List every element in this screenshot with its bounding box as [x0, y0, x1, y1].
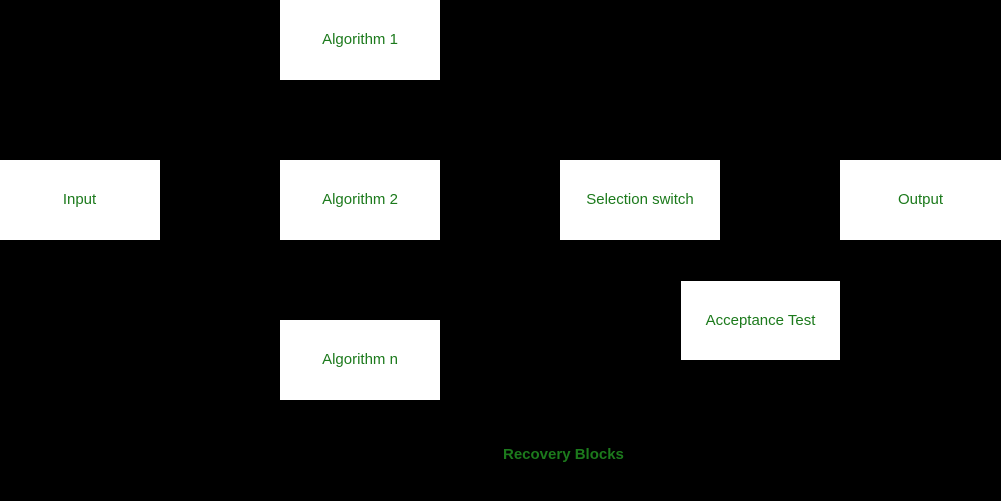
node-label-algorithm-n: Algorithm n [322, 351, 398, 368]
node-label-acceptance-test: Acceptance Test [705, 311, 816, 329]
node-output[interactable]: Output [840, 160, 1001, 240]
node-label-output: Output [897, 191, 944, 208]
node-algorithm-2[interactable]: Algorithm 2 [280, 160, 440, 240]
node-algorithm-n[interactable]: Algorithm n [280, 320, 440, 400]
node-algorithm-1[interactable]: Algorithm 1 [280, 0, 440, 80]
node-label-algorithm-1: Algorithm 1 [322, 30, 398, 48]
diagram-caption: Recovery Blocks [503, 446, 624, 463]
node-input[interactable]: Input [0, 160, 160, 240]
node-label-selection-switch: Selection switch [586, 191, 694, 208]
node-acceptance-test[interactable]: Acceptance Test [681, 281, 840, 360]
node-selection-switch[interactable]: Selection switch [560, 160, 720, 240]
node-label-algorithm-2: Algorithm 2 [322, 191, 398, 208]
node-label-input: Input [62, 191, 97, 208]
